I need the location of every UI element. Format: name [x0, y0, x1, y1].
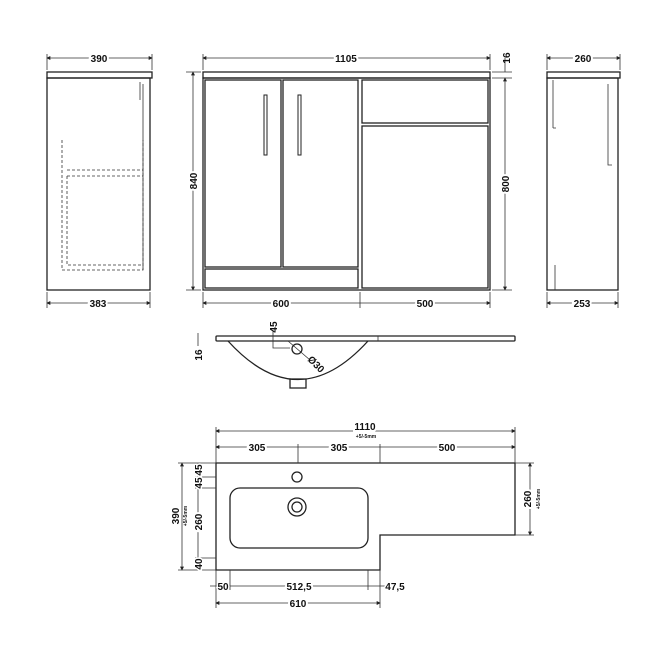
left-door — [204, 79, 282, 268]
dim-left-segment: 45 — [194, 477, 205, 489]
dim-body-height: 800 — [501, 175, 512, 192]
right-tolerance: +5/-5mm — [536, 488, 542, 509]
right-side-view: 260 253 — [546, 52, 621, 312]
dim-left-width: 600 — [273, 299, 290, 310]
cupboard-door — [361, 125, 489, 289]
plan-view: 1110 +5/-5mm 305 305 500 390 +5/-5mm 45 … — [169, 420, 542, 612]
dim-bottom-segment: 512,5 — [286, 582, 311, 593]
dim-tap-offset: 45 — [269, 321, 280, 333]
door-handle — [297, 94, 302, 156]
dim-top-segment: 305 — [249, 443, 266, 454]
depth-tolerance: +5/-5mm — [183, 505, 189, 526]
dim-counter-thickness: 16 — [502, 52, 513, 64]
left-side-view: 390 383 — [46, 52, 153, 312]
dim-top-segment: 305 — [331, 443, 348, 454]
dim-side-top-width: 390 — [91, 54, 108, 65]
dim-right-depth: 260 — [523, 490, 534, 507]
dim-front-width: 1105 — [335, 54, 357, 65]
dim-left-segment: 40 — [194, 558, 205, 570]
section-view: 16 45 Ø30 — [194, 321, 516, 389]
dim-left-segment: 45 — [194, 464, 205, 476]
dim-section-thickness: 16 — [194, 349, 205, 361]
dim-right-side-top: 260 — [575, 54, 592, 65]
front-view: 1105 840 16 800 600 500 — [186, 52, 514, 312]
dim-left-segment: 260 — [194, 513, 205, 530]
dim-right-side-bottom: 253 — [574, 299, 591, 310]
dim-bottom-segment: 50 — [217, 582, 229, 593]
door-handle — [263, 94, 268, 156]
dim-right-width: 500 — [417, 299, 434, 310]
top-drawer — [361, 79, 489, 124]
dim-depth: 390 — [171, 507, 182, 524]
dim-bottom-segment: 47,5 — [385, 582, 405, 593]
overall-tolerance: +5/-5mm — [356, 434, 377, 440]
dim-top-segment: 500 — [439, 443, 456, 454]
dim-front-height: 840 — [189, 172, 200, 189]
right-door — [282, 79, 359, 268]
dim-basin-unit-width: 610 — [290, 599, 307, 610]
waste-outlet — [287, 497, 307, 517]
dim-side-bottom-width: 383 — [90, 299, 107, 310]
plinth-drawer — [204, 268, 359, 289]
dim-overall-width: 1110 — [354, 422, 376, 433]
dim-tap-hole: Ø30 — [305, 354, 326, 375]
tap-hole — [291, 471, 303, 483]
